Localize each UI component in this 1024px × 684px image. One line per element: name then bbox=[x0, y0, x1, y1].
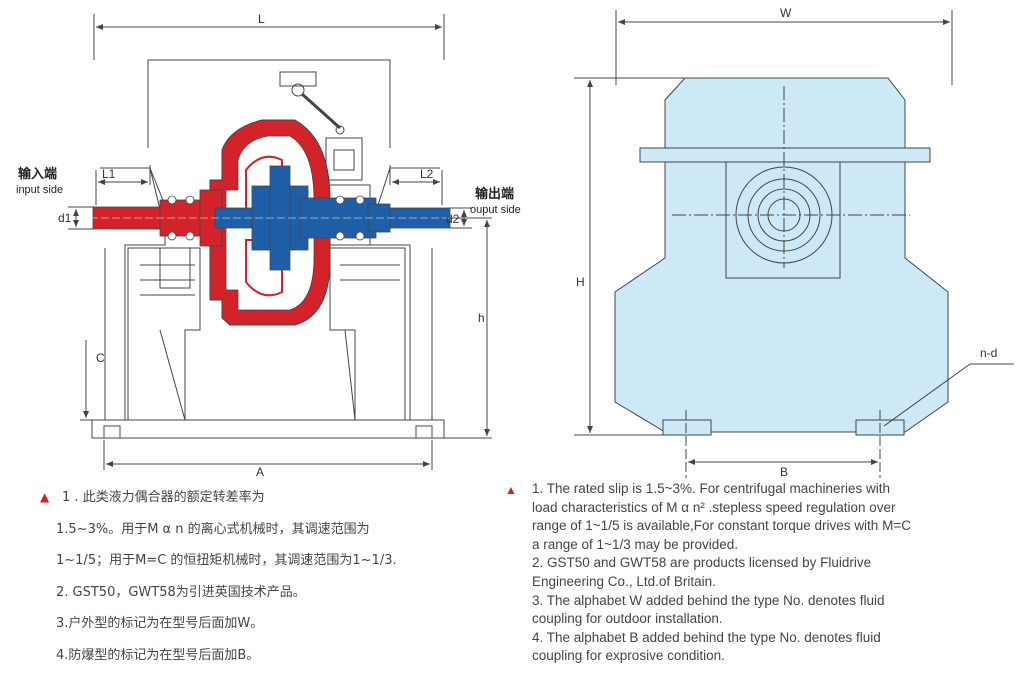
dim-n-d: n-d bbox=[980, 346, 997, 360]
warning-triangle-icon: ▲ bbox=[505, 483, 517, 497]
en-note-line-3: range of 1~1/5 is available,For constant… bbox=[532, 518, 911, 534]
cn-note-4: 4.防爆型的标记为在型号后面加B。 bbox=[56, 647, 260, 663]
dim-C: C bbox=[96, 351, 105, 365]
en-note-line-1: 1. The rated slip is 1.5~3%. For centrif… bbox=[532, 481, 891, 496]
dim-W: W bbox=[780, 6, 792, 20]
english-notes: ▲ 1. The rated slip is 1.5~3%. For centr… bbox=[505, 480, 975, 666]
en-note-line-5: 2. GST50 and GWT58 are products licensed… bbox=[532, 555, 872, 571]
cn-note-1-text: 1 . 此类液力偶合器的额定转差率为 bbox=[62, 490, 265, 505]
dim-h: h bbox=[478, 311, 485, 325]
dim-H: H bbox=[576, 275, 585, 289]
dim-d1: d1 bbox=[58, 211, 72, 225]
dim-d2: d2 bbox=[446, 212, 460, 226]
dim-A: A bbox=[256, 465, 264, 479]
input-side-label-cn: 输入端 bbox=[18, 166, 57, 182]
bearings bbox=[167, 195, 365, 241]
dim-L: L bbox=[258, 12, 265, 26]
right-dimensions bbox=[574, 77, 1014, 465]
output-side-label-cn: 输出端 bbox=[475, 186, 514, 202]
en-note-line-6: Engineering Co., Ltd.of Britain. bbox=[532, 573, 716, 589]
dim-L2: L2 bbox=[420, 167, 434, 181]
en-note-line-7: 3. The alphabet W added behind the type … bbox=[532, 592, 885, 608]
cn-note-1-cont-a: 1.5~3%。用于M α n 的离心式机械时，其调速范围为 bbox=[56, 521, 370, 537]
en-note-line-10: coupling for exprosive condition. bbox=[532, 648, 725, 664]
cn-note-2: 2. GST50，GWT58为引进英国技术产品。 bbox=[56, 584, 306, 600]
side-section-view bbox=[91, 14, 445, 439]
output-side-label-en: ouput side bbox=[470, 204, 521, 216]
dim-B: B bbox=[780, 465, 788, 479]
en-note-line-2: load characteristics of M α n² .stepless… bbox=[532, 499, 896, 515]
cn-note-1-cont-b: 1~1/5；用于M=C 的恒扭矩机械时，其调速范围为1~1/3. bbox=[56, 553, 397, 568]
output-shaft bbox=[90, 165, 460, 271]
warning-triangle-icon: ▲ bbox=[40, 490, 50, 504]
left-dimensions bbox=[68, 165, 492, 470]
en-note-line-9: 4. The alphabet B added behind the type … bbox=[532, 629, 881, 645]
cn-note-1: ▲ 1 . 此类液力偶合器的额定转差率为 bbox=[40, 482, 480, 514]
chinese-notes: ▲ 1 . 此类液力偶合器的额定转差率为 1.5~3%。用于M α n 的离心式机… bbox=[40, 482, 480, 671]
input-side-label-en: input side bbox=[16, 184, 63, 196]
dim-L1: L1 bbox=[102, 167, 116, 181]
en-note-line-8: coupling for outdoor installation. bbox=[532, 611, 723, 627]
cn-note-3: 3.户外型的标记为在型号后面加W。 bbox=[56, 616, 264, 631]
end-view bbox=[614, 10, 953, 478]
en-note-line-4: a range of 1~1/3 may be provided. bbox=[532, 536, 739, 552]
